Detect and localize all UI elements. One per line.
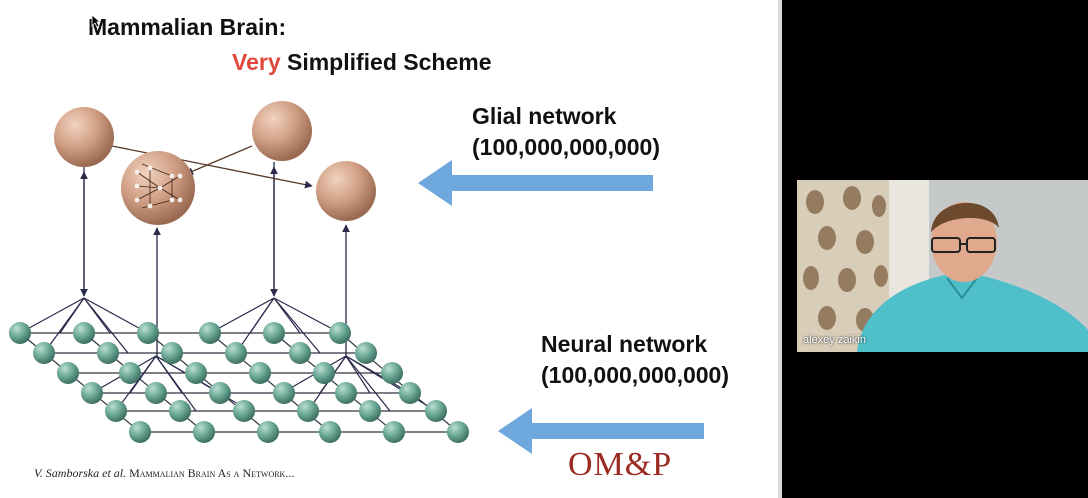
glial-network-title: Glial network bbox=[472, 103, 617, 129]
glial-inner-nodes bbox=[134, 165, 183, 209]
neural-network-count: (100,000,000,000) bbox=[541, 362, 729, 388]
left-arrow-icon bbox=[418, 160, 653, 206]
neural-network-title: Neural network bbox=[541, 331, 708, 357]
glial-inner-network bbox=[136, 163, 181, 209]
subtitle-rest: Simplified Scheme bbox=[280, 49, 492, 75]
participant-name-label: alexey zaikin bbox=[803, 334, 866, 346]
citation-authors: V. Samborska et al. bbox=[34, 466, 130, 480]
glial-network-count: (100,000,000,000) bbox=[472, 134, 660, 160]
brain-network-diagram bbox=[9, 101, 704, 454]
citation: V. Samborska et al. Mammalian Brain As a… bbox=[34, 466, 294, 481]
glial-network-label: Glial network (100,000,000,000) bbox=[472, 101, 660, 163]
slide-title: Mammalian Brain: bbox=[88, 14, 287, 40]
glial-cell bbox=[252, 101, 312, 161]
participant-video-feed bbox=[797, 180, 1088, 352]
slide-subtitle: Very Simplified Scheme bbox=[232, 49, 492, 76]
neural-network-label: Neural network (100,000,000,000) bbox=[541, 329, 729, 391]
panel-divider bbox=[778, 0, 782, 498]
left-arrow-icon bbox=[498, 408, 704, 454]
subtitle-accent: Very bbox=[232, 49, 281, 75]
glial-cell bbox=[54, 107, 114, 167]
cursor-icon bbox=[91, 14, 101, 28]
neuron-cells bbox=[9, 322, 469, 443]
participant-video-tile[interactable]: alexey zaikin bbox=[797, 180, 1088, 352]
omp-logo: OM&P bbox=[568, 446, 673, 483]
glial-cross-links bbox=[111, 145, 313, 189]
presentation-slide: Mammalian Brain: Very Simplified Scheme bbox=[0, 0, 778, 498]
glial-cell bbox=[316, 161, 376, 221]
citation-title: Mammalian Brain As a Network... bbox=[129, 466, 295, 480]
